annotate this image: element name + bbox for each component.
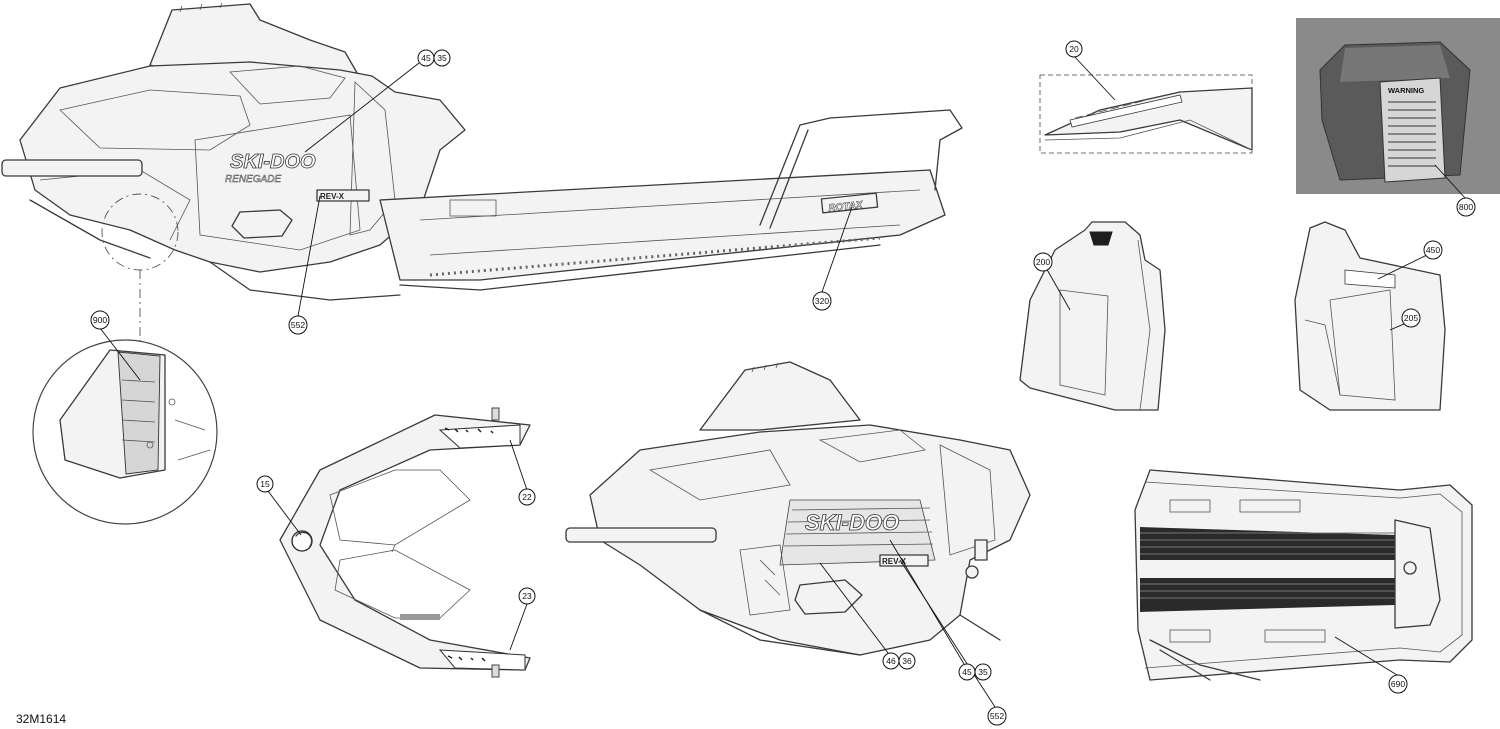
tunnel-top-view (1134, 469, 1473, 681)
badge-decal-middle-text: REV-X (882, 557, 907, 566)
brand-decal-middle-text: SKI-DOO (805, 510, 899, 535)
callout-35-bottom: 35 (978, 667, 988, 677)
callout-450-label: 450 (1426, 245, 1440, 255)
callout-900: 900 (90, 310, 110, 330)
callout-20-label: 20 (1069, 44, 1079, 54)
callout-15-label: 15 (260, 479, 270, 489)
side-panel-right (1294, 221, 1446, 411)
callout-45-top: 45 (421, 53, 431, 63)
callout-35-top: 35 (437, 53, 447, 63)
callout-45-35-top: 45 35 (417, 49, 451, 67)
zoom-detail-circle (32, 339, 218, 525)
callout-200-label: 200 (1036, 257, 1050, 267)
leader-lines (99, 55, 1467, 708)
callout-205-label: 205 (1404, 313, 1418, 323)
callout-552-bottom-label: 552 (990, 711, 1004, 721)
callout-46-label: 46 (886, 656, 896, 666)
brand-decal-top-text: SKI-DOO (230, 151, 316, 173)
callout-20: 20 (1065, 40, 1083, 58)
side-decal-detail (1039, 74, 1253, 154)
callout-15: 15 (256, 475, 274, 493)
callout-552-bottom: 552 (987, 706, 1007, 726)
snowmobile-three-quarter-view: SKI-DOO REV-X (565, 361, 1031, 656)
callout-200: 200 (1033, 252, 1053, 272)
callout-320-label: 320 (815, 296, 829, 306)
callout-900-label: 900 (93, 315, 107, 325)
model-decal-top-text: RENEGADE (225, 174, 281, 185)
callout-552-top: 552 (288, 315, 308, 335)
callout-690: 690 (1388, 674, 1408, 694)
callout-690-label: 690 (1391, 679, 1405, 689)
callout-800-label: 800 (1459, 202, 1473, 212)
callout-45-bottom: 45 (962, 667, 972, 677)
callout-320: 320 (812, 291, 832, 311)
callout-22-label: 22 (522, 492, 532, 502)
callout-450: 450 (1423, 240, 1443, 260)
snowmobile-side-view: SKI-DOO RENEGADE REV-X ROTAX (1, 2, 963, 301)
side-panel-left (1019, 221, 1166, 411)
callout-45-35-bottom: 45 35 (958, 663, 992, 681)
callout-36-label: 36 (902, 656, 912, 666)
callout-552-top-label: 552 (291, 320, 305, 330)
warning-label-text: WARNING (1388, 86, 1424, 95)
callout-23-label: 23 (522, 591, 532, 601)
callout-800: 800 (1456, 197, 1476, 217)
tunnel-decal-text: ROTAX (828, 200, 865, 215)
callout-23: 23 (518, 587, 536, 605)
brand-decal-top: SKI-DOO RENEGADE (225, 151, 317, 186)
callout-46-36: 46 36 (882, 652, 916, 670)
callout-22: 22 (518, 488, 536, 506)
callout-205: 205 (1401, 308, 1421, 328)
badge-decal-top-text: REV-X (320, 192, 345, 201)
drawing-code: 32M1614 (16, 712, 67, 726)
warning-photo: WARNING (1296, 18, 1500, 194)
hood-front-view (279, 407, 531, 678)
